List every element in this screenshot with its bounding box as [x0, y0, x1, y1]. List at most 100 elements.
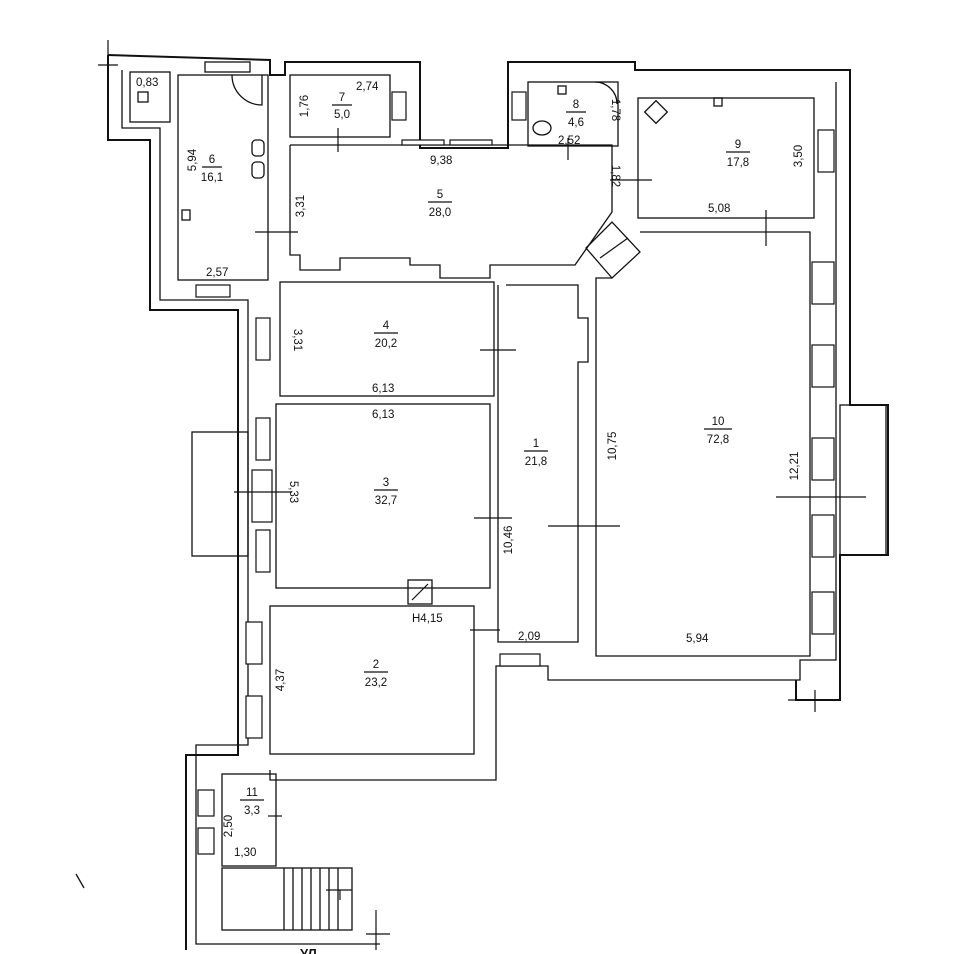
dimension: 2,52 [558, 135, 580, 147]
room-number: 7 [339, 92, 345, 104]
dimension: 1,30 [234, 847, 256, 859]
window-11b [197, 827, 215, 855]
dimension: 3,31 [295, 195, 307, 217]
dimension: 1,82 [609, 165, 621, 187]
toilet-icon [532, 120, 552, 136]
room-7-outline [289, 74, 391, 138]
window-6 [195, 284, 231, 298]
room-11-outline [221, 773, 277, 867]
window-2a [245, 621, 263, 665]
dimension: 2,74 [356, 81, 379, 93]
dimension: 3,31 [291, 329, 303, 351]
room-1-outline [497, 284, 589, 643]
boiler-icon [643, 99, 669, 125]
dimension: 12,21 [789, 452, 801, 481]
stair-area [221, 867, 353, 931]
room-label-9: 9 17,8 [726, 139, 750, 169]
room-10-outline [595, 231, 811, 657]
room-label-6: 6 16,1 [201, 154, 223, 184]
window-8 [511, 91, 527, 121]
door-top-6 [204, 61, 251, 73]
dimension: 1,76 [299, 95, 311, 117]
room-area: 5,0 [334, 109, 350, 121]
window-10b [811, 344, 835, 388]
window-3b [255, 529, 271, 573]
window-3c [251, 469, 273, 523]
room-area: 20,2 [375, 338, 397, 350]
outer-wall-left [107, 55, 239, 950]
room-9-outline [637, 97, 815, 219]
door-ticks [98, 40, 866, 950]
fixture-icon [137, 91, 149, 103]
window-4 [255, 317, 271, 361]
street-label: УЛ... [300, 946, 328, 954]
room-area: 23,2 [365, 677, 387, 689]
fixture-icon-8 [557, 85, 567, 95]
window-3a [255, 417, 271, 461]
dimension: 10,75 [607, 432, 619, 461]
balcony-left [191, 431, 249, 557]
room-number: 6 [209, 154, 215, 166]
dimension: 4,37 [275, 669, 287, 691]
dimension: 5,08 [708, 203, 730, 215]
room-4-outline [279, 281, 495, 397]
window-11a [197, 789, 215, 817]
room-number: 4 [383, 320, 390, 332]
room-number: 11 [246, 787, 258, 799]
inner-wall-right [269, 82, 837, 781]
room-6-outline [177, 74, 269, 281]
room-5-outline [289, 144, 613, 279]
room-area: 3,3 [244, 805, 260, 817]
window-7 [391, 91, 407, 121]
room-number: 5 [437, 189, 443, 201]
room-label-2: 2 23,2 [364, 659, 388, 689]
dimension: 5,33 [287, 481, 299, 503]
room-label-4: 4 20,2 [374, 320, 398, 350]
room-number: 3 [383, 477, 389, 489]
dimension: 2,57 [206, 267, 228, 279]
outer-wall [107, 54, 851, 395]
window-2c [499, 653, 541, 667]
room-area: 32,7 [375, 495, 397, 507]
window-9 [817, 129, 835, 173]
room-label-7: 7 5,0 [332, 92, 352, 121]
fixture-icon-6 [181, 209, 191, 221]
window-5b [449, 139, 493, 146]
dimension-labels: 0,83 5,94 2,57 1,76 2,74 9,38 3,31 2,52 … [136, 77, 805, 859]
room-area: 72,8 [707, 434, 729, 446]
sink-icon [251, 139, 265, 157]
room-label-1: 1 21,8 [524, 438, 548, 468]
dimension: 5,94 [686, 633, 709, 645]
stove-mark [599, 237, 629, 259]
outer-wall-right [832, 70, 889, 701]
dimension: 1,78 [609, 99, 621, 121]
dimension: 5,94 [187, 148, 199, 171]
room-number: 10 [712, 416, 725, 428]
window-10a [811, 261, 835, 305]
window-10c [811, 437, 835, 481]
room-3-outline [275, 403, 491, 589]
dimension: 6,13 [372, 383, 394, 395]
room-label-10: 10 72,8 [704, 416, 732, 446]
room-area: 17,8 [727, 157, 749, 169]
room-number: 2 [373, 659, 379, 671]
fixture-icon-9 [713, 97, 723, 107]
dimension: 6,13 [372, 409, 394, 421]
door-swing-8 [594, 81, 618, 105]
balcony-right [839, 404, 887, 556]
room-number: 8 [573, 99, 579, 111]
dimension: 2,50 [223, 815, 235, 837]
window-10e [811, 591, 835, 635]
room-area: 16,1 [201, 172, 223, 184]
room-number: 1 [533, 438, 539, 450]
window-2b [245, 695, 263, 739]
door-swing-6 [231, 74, 263, 106]
dimension: H4,15 [412, 613, 443, 625]
dimension: 10,46 [503, 526, 515, 555]
dimension: 3,50 [793, 145, 805, 167]
window-5a [401, 139, 445, 146]
room-label-3: 3 32,7 [374, 477, 398, 507]
stove-icon [585, 221, 641, 279]
dimension: 2,09 [518, 631, 540, 643]
